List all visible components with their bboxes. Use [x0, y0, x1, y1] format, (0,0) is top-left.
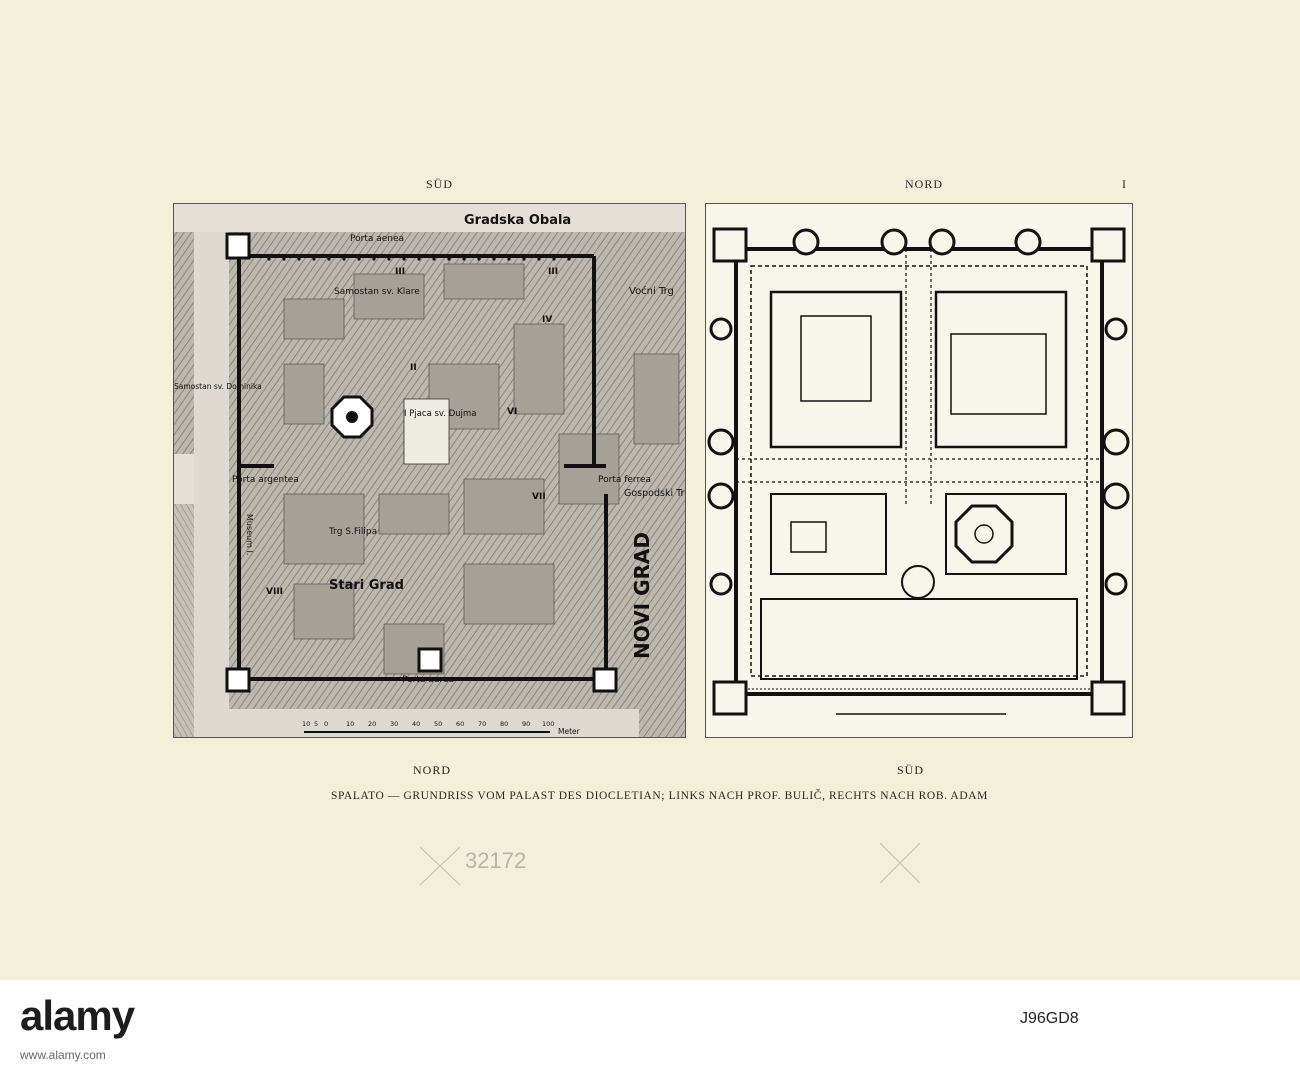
numeral-8: VIII [266, 587, 283, 597]
scale-unit-label: Meter [558, 727, 581, 736]
label-porta-aurea: Porta aurea [402, 675, 454, 685]
label-porta-argentea: Porta argentea [232, 475, 299, 485]
scale-tick: 30 [390, 720, 398, 728]
top-right-orientation: NORD [905, 177, 944, 191]
numeral-7: VII [532, 492, 546, 502]
scale-tick: 20 [368, 720, 376, 728]
scale-tick: 40 [412, 720, 420, 728]
scale-tick: 70 [478, 720, 486, 728]
label-gradska-obala: Gradska Obala [464, 213, 571, 228]
bottom-left-orientation: NORD [413, 763, 452, 777]
watermark-brand: alamy [20, 992, 135, 1039]
numeral-3: III [548, 267, 558, 277]
scale-tick: 90 [522, 720, 530, 728]
left-map-bulic: Gradska Obala Porta aenea Samostan sv. K… [173, 203, 686, 738]
pencil-marks [419, 842, 921, 886]
label-stari-grad: Stari Grad [329, 578, 404, 593]
scale-tick: 10 [302, 720, 310, 728]
plate-caption: SPALATO — GRUNDRISS VOM PALAST DES DIOCL… [331, 790, 988, 802]
watermark-band: alamy www.alamy.com J96GD8 [0, 980, 1300, 1075]
label-novi-grad: NOVI GRAD [630, 532, 654, 659]
label-vocni-trg: Voćni Trg [629, 285, 674, 297]
label-porta-ferrea: Porta ferrea [598, 475, 651, 485]
scale-tick: 5 [314, 720, 318, 728]
numeral-5: V [350, 414, 357, 423]
label-museum: Museum I. [245, 514, 254, 555]
scale-tick: 100 [542, 720, 554, 728]
numeral-1: II [410, 363, 417, 373]
watermark-site: www.alamy.com [20, 1048, 106, 1062]
label-samostan-klare: Samostan sv. Klare [334, 287, 420, 297]
numeral-6: VI [507, 407, 517, 417]
scale-bar: Meter 10 5 0 10 20 30 40 50 60 70 80 90 … [302, 720, 581, 736]
watermark-image-id: J96GD8 [1020, 1010, 1079, 1027]
scale-tick: 80 [500, 720, 508, 728]
scale-tick: 10 [346, 720, 354, 728]
numeral-2: III [395, 267, 405, 277]
label-trg-filipa: Trg S.Filipa [328, 527, 377, 537]
pencil-catalog-number: 32172 [465, 848, 527, 873]
label-porta-aenea: Porta aenea [350, 234, 404, 244]
bottom-right-orientation: SÜD [897, 763, 925, 777]
scale-tick: 60 [456, 720, 464, 728]
label-samostan-dominika: Samostan sv. Dominika [174, 382, 262, 391]
label-gospodski-trg: Gospodski Trg [624, 488, 685, 499]
top-left-orientation: SÜD [426, 177, 454, 191]
numeral-4: IV [542, 315, 552, 325]
plate-number: I [1122, 177, 1127, 191]
scale-tick: 0 [324, 720, 328, 728]
label-pjaca: I Pjaca sv. Dujma [404, 409, 476, 419]
scale-tick: 50 [434, 720, 442, 728]
right-plan-adam [705, 203, 1133, 738]
